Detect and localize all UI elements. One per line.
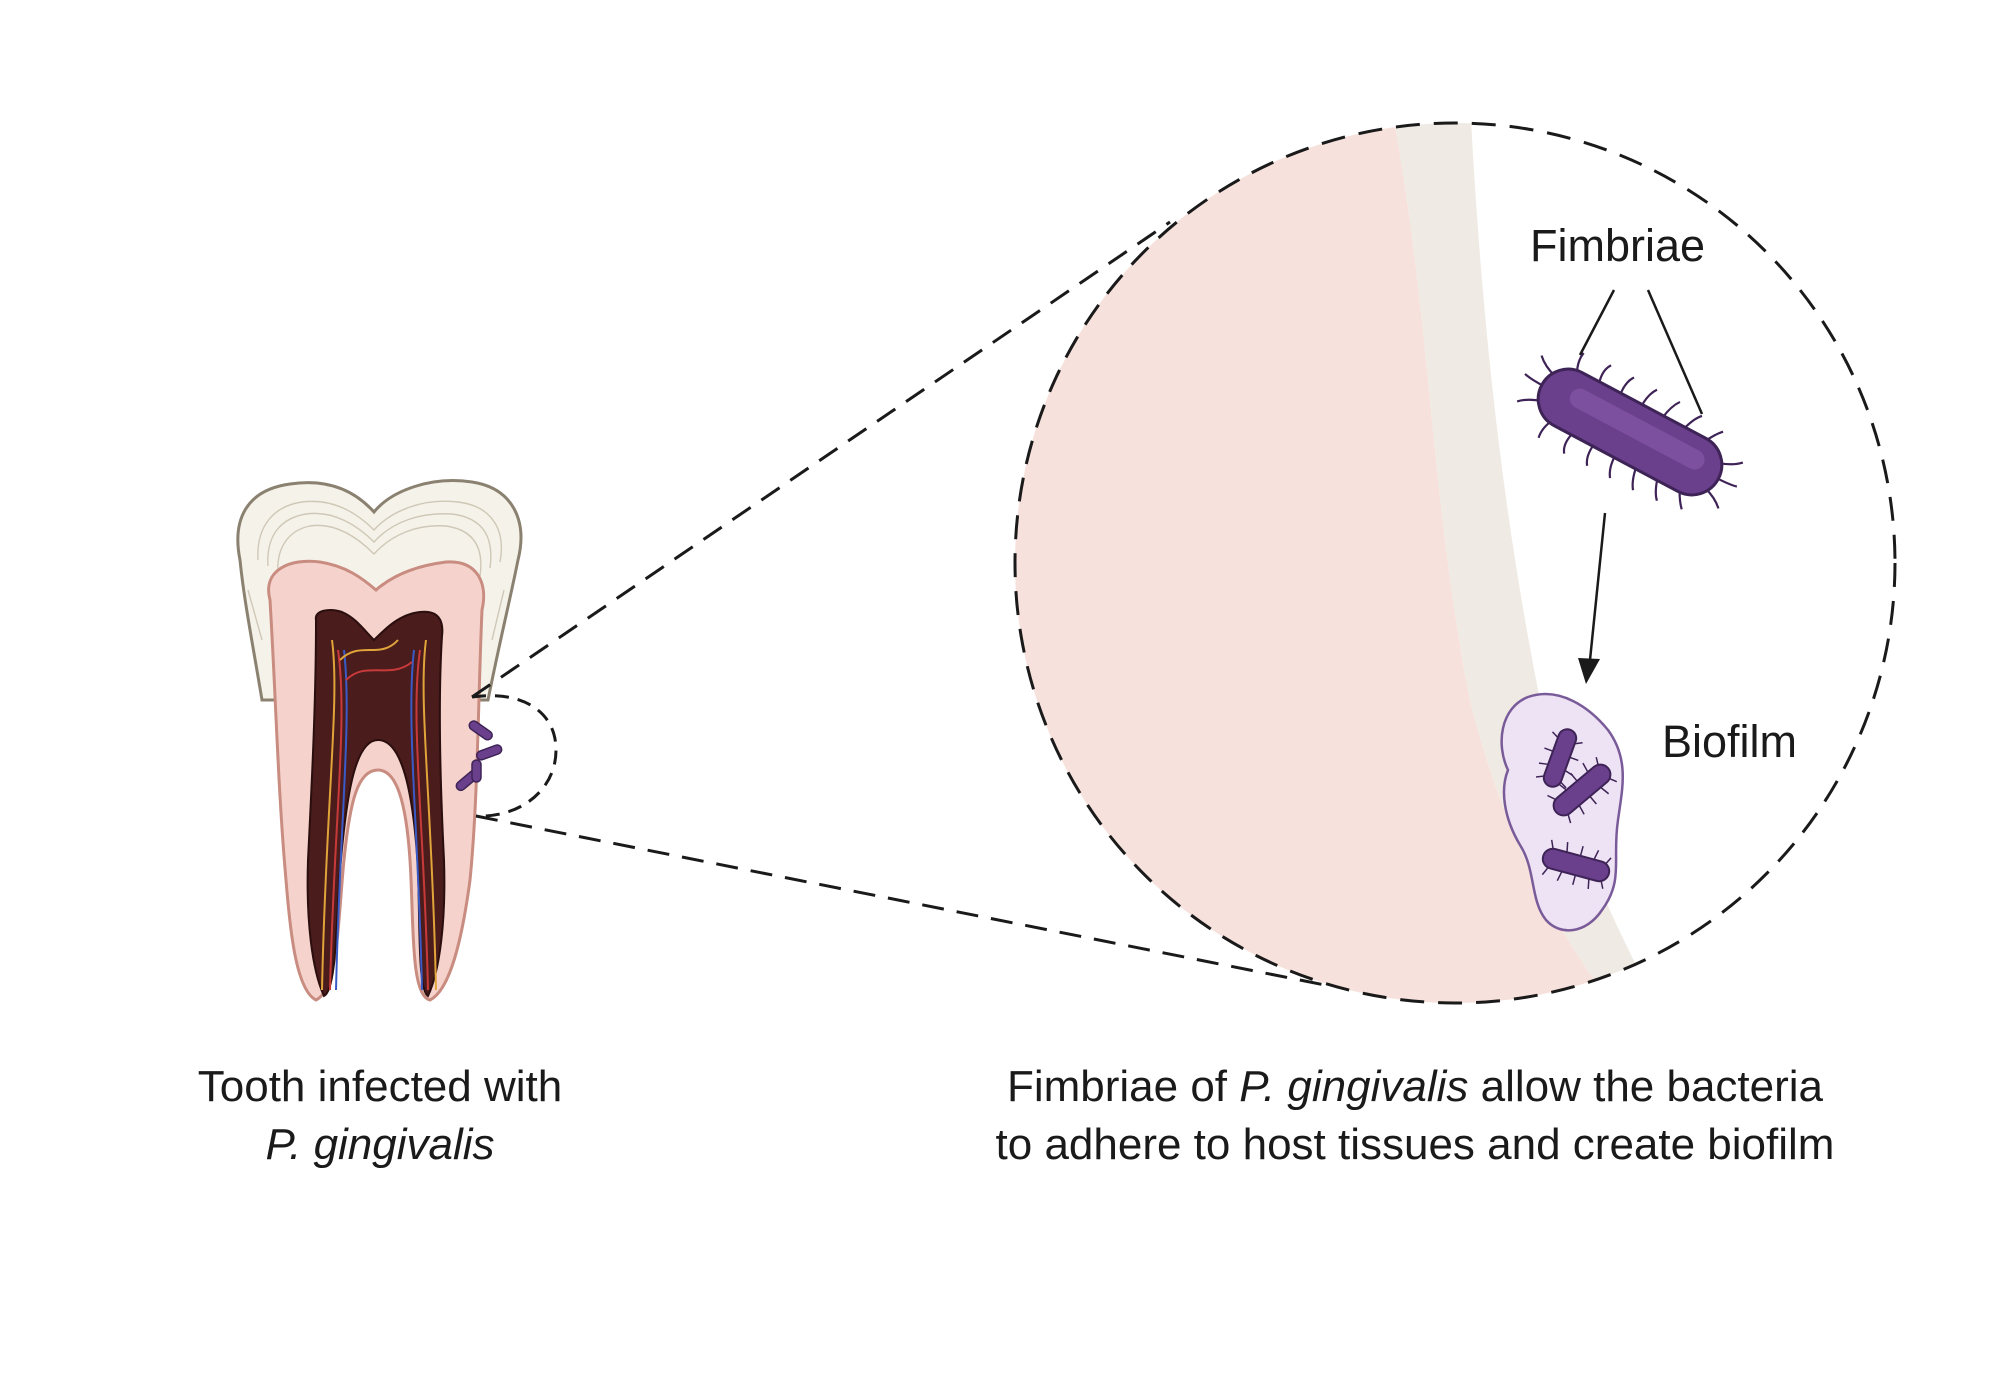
fimbriae-pointer-left [1578, 289, 1616, 356]
left-caption-line2: P. gingivalis [265, 1120, 495, 1169]
left-caption-line1: Tooth infected with [197, 1062, 563, 1111]
biofilm-label: Biofilm [1662, 716, 1798, 767]
zoom-line-bottom [475, 814, 1331, 988]
tooth-bacteria [455, 720, 503, 792]
tooth-surface-layer [1390, 123, 1660, 1003]
magnifier-circle [1013, 121, 1897, 1005]
right-caption-line2: to adhere to host tissues and create bio… [995, 1120, 1835, 1169]
magnified-view [1015, 123, 1660, 1003]
biofilm-bacteria [1535, 728, 1618, 890]
left-caption: Tooth infected with P. gingivalis [120, 1058, 640, 1174]
zoom-line-top [471, 220, 1171, 699]
zoom-source-ellipse [471, 694, 558, 818]
pulp-vessels [321, 639, 437, 991]
right-caption-line1: Fimbriae of P. gingivalis allow the bact… [1006, 1062, 1824, 1111]
enamel-lines [247, 500, 505, 641]
fimbriae-pointer-right [1646, 289, 1704, 415]
right-caption: Fimbriae of P. gingivalis allow the bact… [900, 1058, 1930, 1174]
host-tissue [1015, 123, 1620, 1003]
biofilm-arrow-shaft [1588, 512, 1607, 661]
tooth-dentin [267, 559, 486, 1002]
biofilm-arrow-head [1578, 658, 1600, 684]
tooth-illustration [236, 479, 558, 1002]
fimbriae-label: Fimbriae [1530, 220, 1706, 271]
bacterium-with-fimbriae [1516, 352, 1744, 510]
